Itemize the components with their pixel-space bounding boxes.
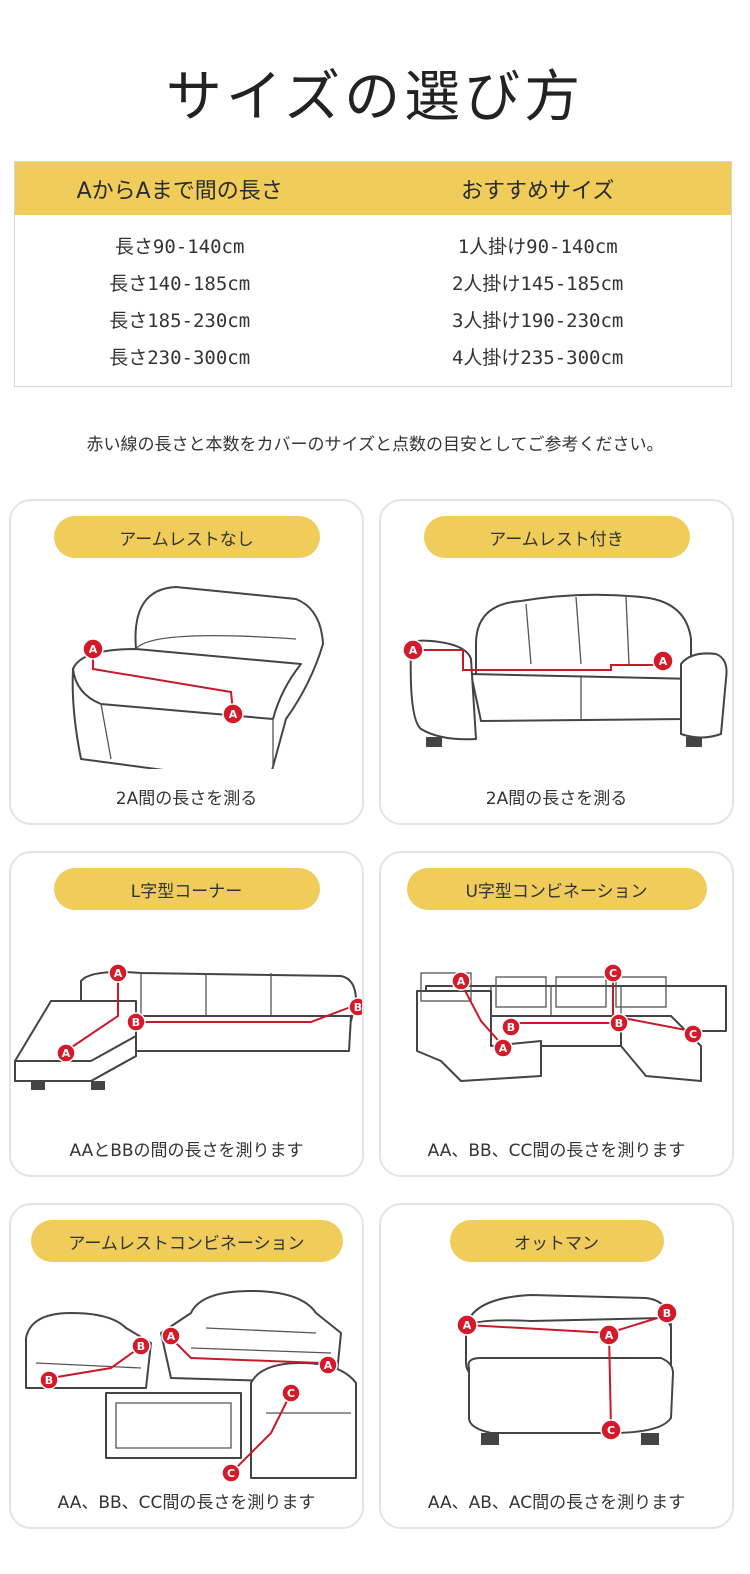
size-cell: 3人掛け190-230cm	[451, 310, 624, 332]
svg-text:A: A	[324, 1359, 333, 1372]
length-column: 長さ90-140cm 長さ140-185cm 長さ185-230cm 長さ230…	[15, 229, 344, 377]
size-table-body: 長さ90-140cm 長さ140-185cm 長さ185-230cm 長さ230…	[15, 215, 731, 377]
marker-a: A	[652, 650, 674, 672]
svg-text:A: A	[457, 975, 466, 988]
svg-text:A: A	[499, 1042, 508, 1055]
svg-text:C: C	[607, 1424, 615, 1437]
svg-text:A: A	[463, 1319, 472, 1332]
header-length: AからAまで間の長さ	[76, 178, 283, 204]
card-ottoman: オットマン A A B C AA、AB、AC間の長さを測ります	[379, 1203, 734, 1529]
marker-c: C	[600, 1419, 622, 1441]
marker-a: A	[456, 1314, 478, 1336]
size-table: AからAまで間の長さ おすすめサイズ 長さ90-140cm 長さ140-185c…	[14, 161, 732, 387]
l-shape-sofa-illustration: A A B B	[14, 963, 362, 1090]
marker-a: A	[598, 1324, 620, 1346]
svg-text:C: C	[287, 1387, 295, 1400]
svg-text:C: C	[689, 1028, 697, 1041]
page-title: サイズの選び方	[165, 65, 585, 130]
marker-a: A	[108, 963, 128, 983]
u-shape-sofa-illustration: A A B B C C	[416, 963, 727, 1082]
card-caption: AA、AB、AC間の長さを測ります	[427, 1493, 686, 1513]
card-label: U字型コンビネーション	[406, 868, 707, 910]
armless-sofa-illustration: A A	[71, 586, 324, 769]
card-caption: AAとBBの間の長さを測ります	[69, 1141, 304, 1161]
marker-a: A	[451, 971, 471, 991]
card-label: オットマン	[449, 1220, 664, 1262]
size-column: 1人掛け90-140cm 2人掛け145-185cm 3人掛け190-230cm…	[344, 229, 731, 377]
card-caption: AA、BB、CC間の長さを測ります	[427, 1141, 686, 1161]
marker-a: A	[493, 1038, 513, 1058]
svg-text:B: B	[354, 1001, 362, 1014]
card-label: アームレストコンビネーション	[30, 1220, 343, 1262]
marker-b: B	[39, 1370, 59, 1390]
svg-text:B: B	[137, 1340, 145, 1353]
svg-text:B: B	[507, 1021, 515, 1034]
header-recommended: おすすめサイズ	[461, 178, 615, 204]
card-caption: 2A間の長さを測る	[485, 789, 628, 809]
card-caption: AA、BB、CC間の長さを測ります	[57, 1493, 316, 1513]
marker-b: B	[348, 997, 362, 1017]
svg-text:C: C	[609, 967, 617, 980]
svg-text:C: C	[227, 1467, 235, 1480]
card-with-armrest: アームレスト付き A A 2A間の長さを測る	[379, 499, 734, 825]
marker-b: B	[656, 1302, 678, 1324]
svg-text:A: A	[605, 1329, 614, 1342]
length-cell: 長さ185-230cm	[109, 310, 251, 332]
card-l-shape: L字型コーナー A A B B AAとBBの間の長さを測ります	[9, 851, 364, 1177]
marker-b: B	[131, 1336, 151, 1356]
svg-text:A: A	[409, 644, 418, 657]
marker-a: A	[222, 703, 244, 725]
svg-text:B: B	[45, 1374, 53, 1387]
card-label: アームレスト付き	[423, 516, 690, 558]
marker-a: A	[318, 1355, 338, 1375]
marker-b: B	[126, 1012, 146, 1032]
card-caption: 2A間の長さを測る	[115, 789, 258, 809]
svg-text:B: B	[663, 1307, 671, 1320]
marker-a: A	[82, 638, 104, 660]
marker-a: A	[56, 1043, 76, 1063]
length-cell: 長さ140-185cm	[109, 273, 251, 295]
svg-text:B: B	[615, 1017, 623, 1030]
marker-c: C	[221, 1463, 241, 1483]
card-armrest-combination: アームレストコンビネーション B B A A C C AA、BB、CC間の長さを…	[9, 1203, 364, 1529]
marker-a: A	[402, 639, 424, 661]
marker-a: A	[161, 1326, 181, 1346]
length-cell: 長さ90-140cm	[114, 236, 245, 258]
armchair-sofa-illustration: A A	[402, 593, 728, 747]
ottoman-illustration: A A B C	[456, 1294, 678, 1445]
svg-text:A: A	[659, 655, 668, 668]
marker-c: C	[603, 963, 623, 983]
svg-text:A: A	[89, 643, 98, 656]
size-cell: 4人掛け235-300cm	[451, 347, 624, 369]
marker-b: B	[501, 1017, 521, 1037]
marker-b: B	[609, 1013, 629, 1033]
svg-text:A: A	[229, 708, 238, 721]
marker-c: C	[683, 1024, 703, 1044]
svg-text:A: A	[114, 967, 123, 980]
size-cell: 2人掛け145-185cm	[451, 273, 624, 295]
svg-text:A: A	[167, 1330, 176, 1343]
measurement-note: 赤い線の長さと本数をカバーのサイズと点数の目安としてご参考ください。	[86, 435, 664, 455]
armrest-combination-sofa-illustration: B B A A C C	[25, 1290, 357, 1483]
svg-text:A: A	[62, 1047, 71, 1060]
card-u-shape: U字型コンビネーション A A B B C C AA、BB、CC間の長さを測りま…	[379, 851, 734, 1177]
card-label: L字型コーナー	[53, 868, 320, 910]
card-label: アームレストなし	[53, 516, 320, 558]
length-cell: 長さ230-300cm	[109, 347, 251, 369]
marker-c: C	[281, 1383, 301, 1403]
size-table-header: AからAまで間の長さ おすすめサイズ	[15, 162, 731, 215]
card-no-armrest: アームレストなし A A 2A間の長さを測る	[9, 499, 364, 825]
size-cell: 1人掛け90-140cm	[457, 236, 618, 258]
svg-text:B: B	[132, 1016, 140, 1029]
